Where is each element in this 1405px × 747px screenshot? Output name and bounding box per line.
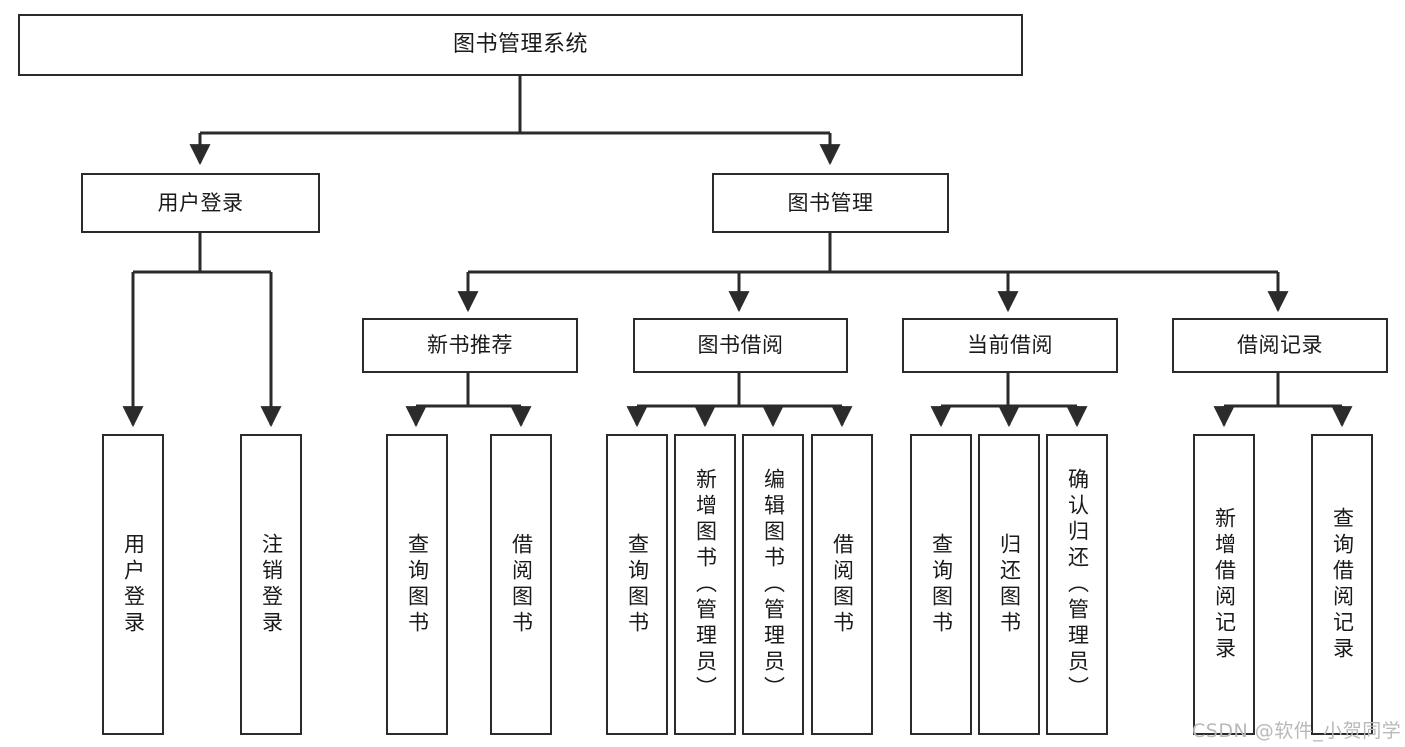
leaf-confirm-return-admin[interactable]: 确认归还（管理员）	[1046, 434, 1108, 735]
node-root-label: 图书管理系统	[452, 32, 588, 58]
node-book-management-label: 图书管理	[787, 190, 874, 215]
leaf-query-book-recommendation[interactable]: 查询图书	[386, 434, 448, 735]
node-user-login[interactable]: 用户登录	[81, 173, 320, 233]
leaf-query-book-current[interactable]: 查询图书	[910, 434, 972, 735]
node-borrowing-record[interactable]: 借阅记录	[1172, 318, 1388, 373]
leaf-borrow-book-borrowing[interactable]: 借阅图书	[811, 434, 873, 735]
leaf-logout[interactable]: 注销登录	[240, 434, 302, 735]
leaf-user-login-label: 用户登录	[121, 532, 146, 637]
leaf-add-borrowing-record-label: 新增借阅记录	[1212, 506, 1237, 663]
node-book-management[interactable]: 图书管理	[712, 173, 949, 233]
leaf-borrow-book-recommendation-label: 借阅图书	[509, 532, 534, 637]
node-book-borrowing[interactable]: 图书借阅	[633, 318, 848, 373]
leaf-add-book-admin[interactable]: 新增图书（管理员）	[674, 434, 736, 735]
leaf-confirm-return-admin-label: 确认归还（管理员）	[1065, 467, 1090, 702]
node-current-borrowing[interactable]: 当前借阅	[902, 318, 1118, 373]
csdn-watermark: CSDN @软件_小贺同学	[1192, 720, 1402, 742]
node-root[interactable]: 图书管理系统	[18, 14, 1023, 76]
leaf-query-book-current-label: 查询图书	[929, 532, 954, 637]
leaf-user-login[interactable]: 用户登录	[102, 434, 164, 735]
leaf-query-book-borrowing-label: 查询图书	[625, 532, 650, 637]
node-new-book-recommendation-label: 新书推荐	[427, 333, 513, 358]
leaf-return-book[interactable]: 归还图书	[978, 434, 1040, 735]
leaf-add-borrowing-record[interactable]: 新增借阅记录	[1193, 434, 1255, 735]
leaf-return-book-label: 归还图书	[997, 532, 1022, 637]
leaf-borrow-book-borrowing-label: 借阅图书	[830, 532, 855, 637]
node-new-book-recommendation[interactable]: 新书推荐	[362, 318, 578, 373]
node-current-borrowing-label: 当前借阅	[967, 333, 1053, 358]
leaf-logout-label: 注销登录	[259, 532, 284, 637]
leaf-query-book-borrowing[interactable]: 查询图书	[606, 434, 668, 735]
leaf-add-book-admin-label: 新增图书（管理员）	[693, 467, 718, 702]
node-borrowing-record-label: 借阅记录	[1237, 333, 1323, 358]
node-user-login-label: 用户登录	[157, 190, 244, 215]
leaf-query-borrowing-record-label: 查询借阅记录	[1330, 506, 1355, 663]
leaf-edit-book-admin[interactable]: 编辑图书（管理员）	[742, 434, 804, 735]
leaf-borrow-book-recommendation[interactable]: 借阅图书	[490, 434, 552, 735]
node-book-borrowing-label: 图书借阅	[697, 333, 784, 358]
leaf-query-borrowing-record[interactable]: 查询借阅记录	[1311, 434, 1373, 735]
leaf-query-book-recommendation-label: 查询图书	[405, 532, 430, 637]
leaf-edit-book-admin-label: 编辑图书（管理员）	[761, 467, 786, 702]
